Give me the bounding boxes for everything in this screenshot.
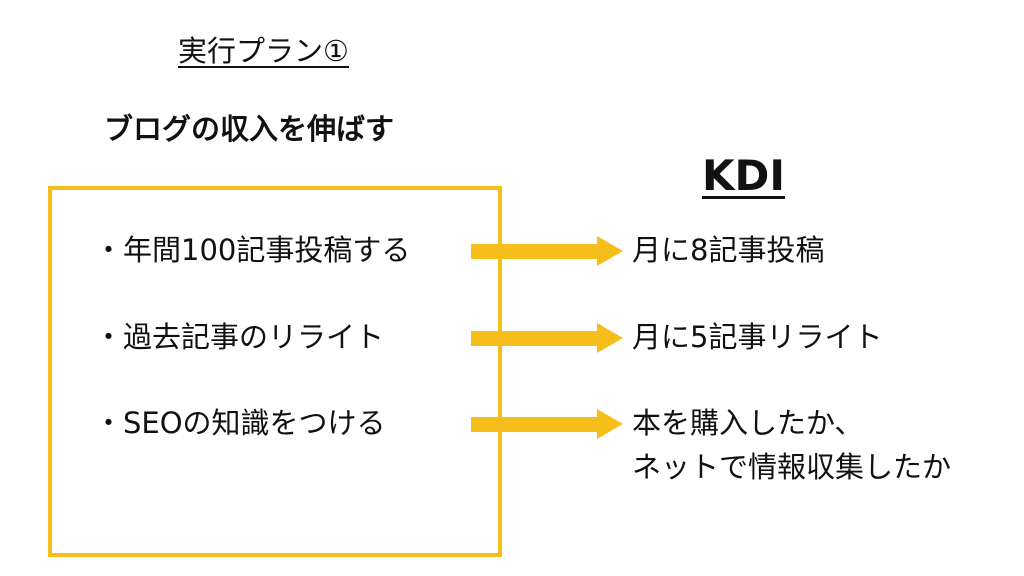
plan-row: ・SEOの知識をつける 本を購入したか、 ネットで情報収集したか [0,403,1024,484]
plan-row: ・年間100記事投稿する 月に8記事投稿 [0,230,1024,270]
plan-row: ・過去記事のリライト 月に5記事リライト [0,317,1024,357]
goal-heading: ブログの収入を伸ばす [104,112,395,146]
action-item: ・年間100記事投稿する [94,233,411,267]
arrow-right-icon [471,236,623,266]
arrow-right-icon [471,409,623,439]
kdi-item: 月に8記事投稿 [632,233,825,267]
action-item: ・SEOの知識をつける [94,406,386,440]
arrow-right-icon [471,323,623,353]
kdi-heading: KDI [702,151,786,200]
kdi-item: 本を購入したか、 ネットで情報収集したか [632,406,952,484]
action-plan-box [48,186,502,557]
action-item: ・過去記事のリライト [94,320,385,354]
page-title: 実行プラン① [178,34,349,68]
kdi-item: 月に5記事リライト [632,320,883,354]
